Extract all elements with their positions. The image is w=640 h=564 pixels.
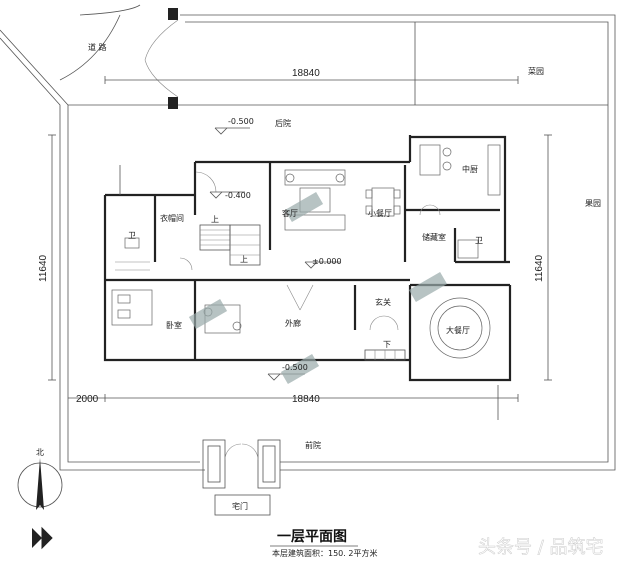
label-front-yard: 前院 (305, 440, 321, 450)
label-bath2: 卫 (475, 236, 483, 245)
dim-left-height: 11640 (38, 254, 49, 282)
label-bedroom: 卧室 (166, 320, 182, 330)
gate-post (168, 8, 178, 20)
level-stair: -0.400 (225, 191, 251, 200)
dim-top-width: 18840 (292, 68, 320, 79)
site-boundary (0, 4, 616, 471)
label-north: 北 (36, 448, 44, 457)
label-foyer: 玄关 (375, 297, 391, 307)
dim-right-height: 11640 (534, 254, 545, 282)
label-corridor: 外廊 (285, 318, 301, 328)
label-kitchen: 中厨 (462, 164, 478, 174)
watermark-stamps (188, 191, 448, 385)
label-big-dining: 大餐厅 (446, 325, 470, 335)
label-living-room: 客厅 (282, 208, 298, 218)
label-small-dining: 小餐厅 (368, 209, 392, 218)
label-storage: 储藏室 (422, 232, 446, 242)
stair-up-mark: 上 (211, 215, 219, 224)
dim-setback: 2000 (76, 394, 99, 405)
label-vegetable-garden: 菜园 (528, 66, 544, 76)
label-road: 道 路 (88, 42, 107, 52)
level-floor: ±0.000 (312, 257, 342, 266)
label-bath1: 卫 (128, 231, 136, 240)
label-backyard: 后院 (275, 118, 291, 128)
watermark: 头条号 / 品筑宅 (478, 537, 604, 558)
level-rear: -0.500 (228, 117, 254, 126)
drawing-title: 一层平面图 (277, 529, 347, 545)
dimension-lines (48, 76, 552, 420)
level-front: -0.500 (282, 363, 308, 372)
door-swings (119, 165, 441, 331)
level-marks (209, 127, 340, 381)
label-cloakroom: 衣帽间 (160, 213, 184, 223)
label-gate: 宅门 (232, 501, 248, 511)
north-arrow (17, 458, 63, 550)
drawing-subtitle: 本层建筑面积：150. 2平方米 (272, 548, 377, 558)
gate-post (168, 97, 178, 109)
stairs (199, 224, 406, 361)
stair-down-mark: 下 (383, 340, 391, 349)
dim-bottom-width: 18840 (292, 394, 320, 405)
furniture (111, 144, 501, 359)
building-walls (103, 135, 512, 382)
stair-up-mark: 上 (240, 255, 248, 264)
front-gate (202, 439, 281, 516)
label-orchard: 果园 (585, 199, 601, 208)
